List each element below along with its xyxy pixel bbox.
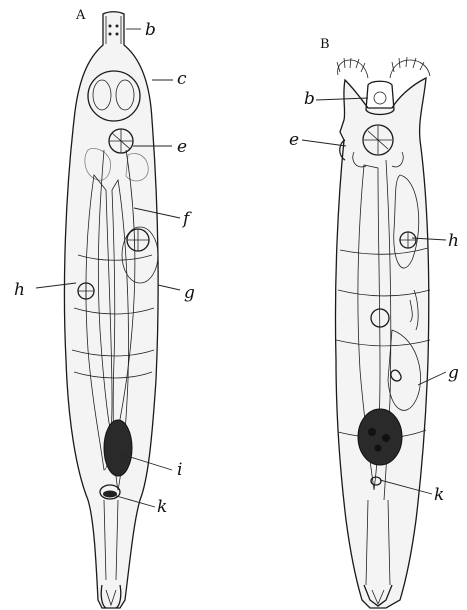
label-b-e: e (289, 130, 299, 150)
label-a-g: g (184, 283, 195, 303)
panel-a-letter: A (75, 8, 86, 23)
label-a-k: k (157, 497, 167, 517)
panel-a-body-outline (64, 12, 158, 608)
label-b-k: k (434, 485, 444, 505)
label-a-h: h (14, 280, 25, 300)
label-a-i: i (177, 460, 182, 480)
panel-b-letter: B (320, 37, 330, 52)
label-b-b: b (304, 89, 315, 109)
panel-b: B (289, 37, 459, 608)
label-a-e: e (177, 137, 187, 157)
label-a-c: c (177, 69, 187, 89)
label-b-g: g (448, 363, 459, 383)
label-b-h: h (448, 231, 459, 251)
label-a-f: f (181, 209, 192, 229)
panel-a: A (14, 8, 195, 608)
label-a-b: b (145, 20, 156, 40)
